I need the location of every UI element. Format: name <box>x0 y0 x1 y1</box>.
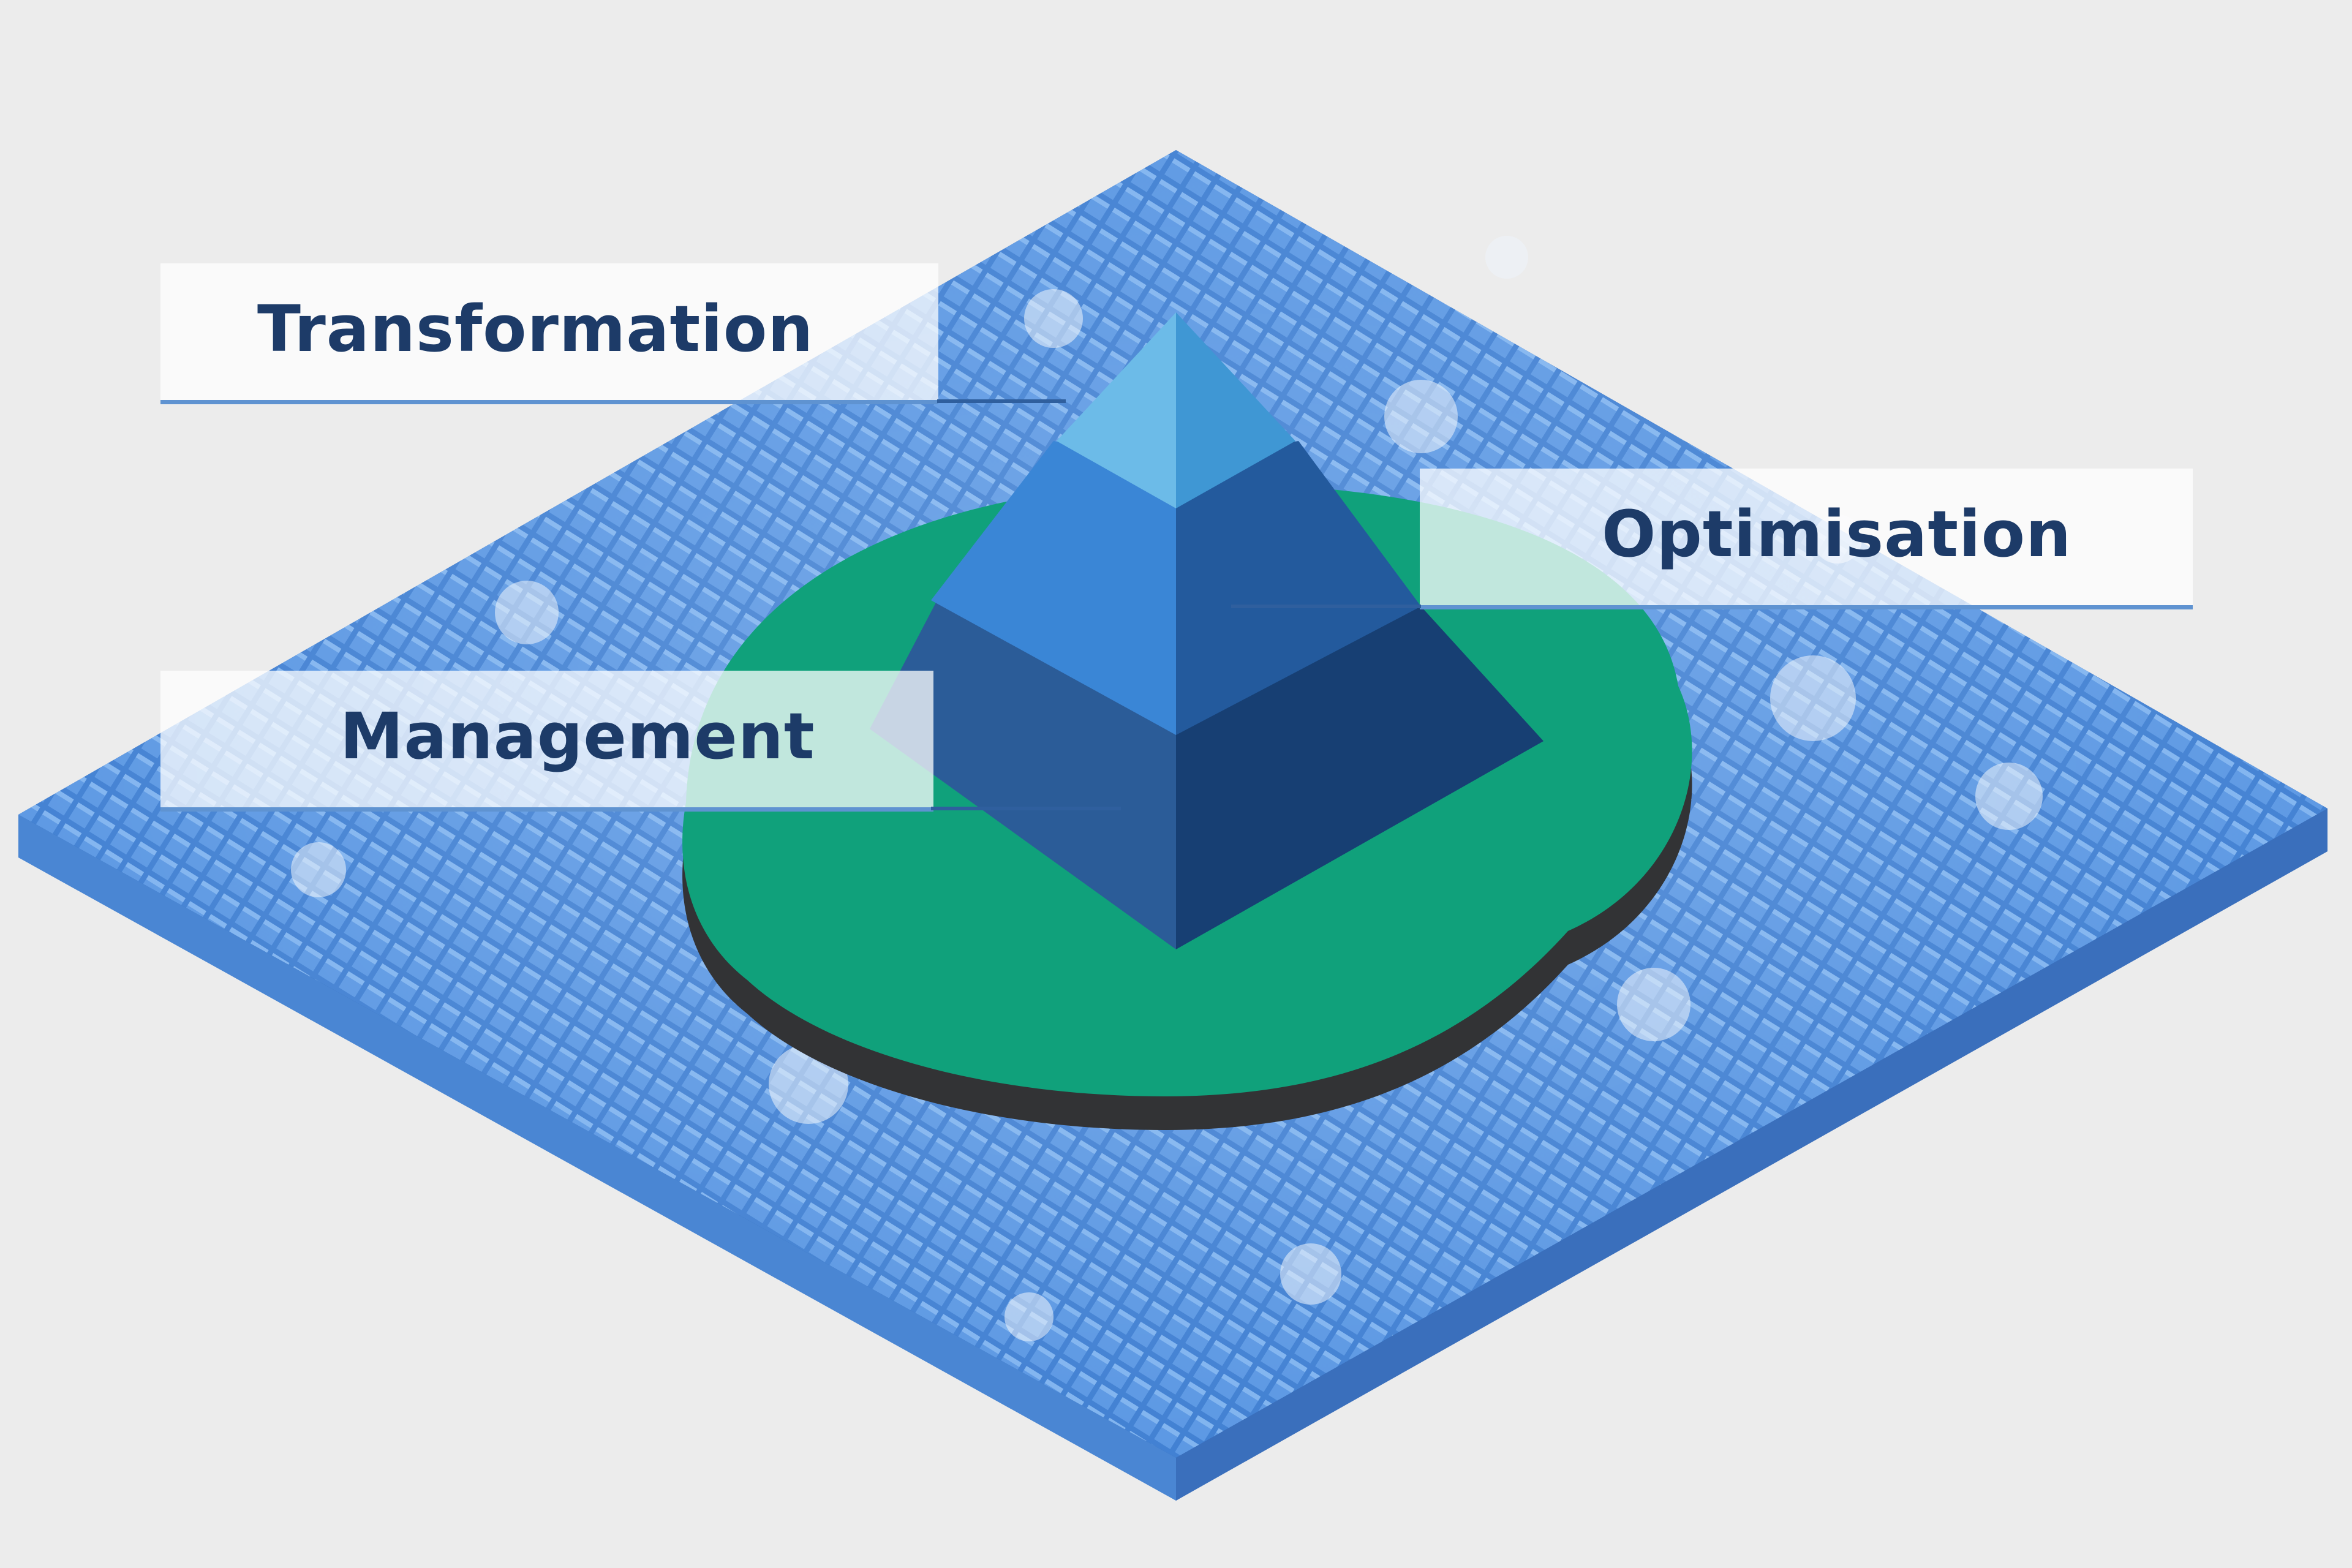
label-optimisation-text: Optimisation <box>1602 497 2072 571</box>
management-leader-line <box>931 807 1121 810</box>
label-transformation-panel <box>160 263 938 404</box>
optimisation-leader-line <box>1231 605 1421 608</box>
label-management-text: Management <box>340 699 815 774</box>
pyramid-middle-right-face <box>1176 441 1421 735</box>
foam-highlights <box>291 236 2043 1341</box>
pyramid-middle-left-face <box>931 441 1176 735</box>
pyramid-top-left-face <box>1057 312 1176 508</box>
pyramid <box>870 312 1544 949</box>
label-transformation-text: Transformation <box>257 292 814 366</box>
pyramid-top-right-face <box>1176 312 1295 508</box>
label-optimisation-panel <box>1420 469 2193 609</box>
pyramid-base-right-face <box>1176 606 1544 949</box>
transformation-leader-line <box>937 399 1066 403</box>
label-management-panel <box>160 671 933 812</box>
